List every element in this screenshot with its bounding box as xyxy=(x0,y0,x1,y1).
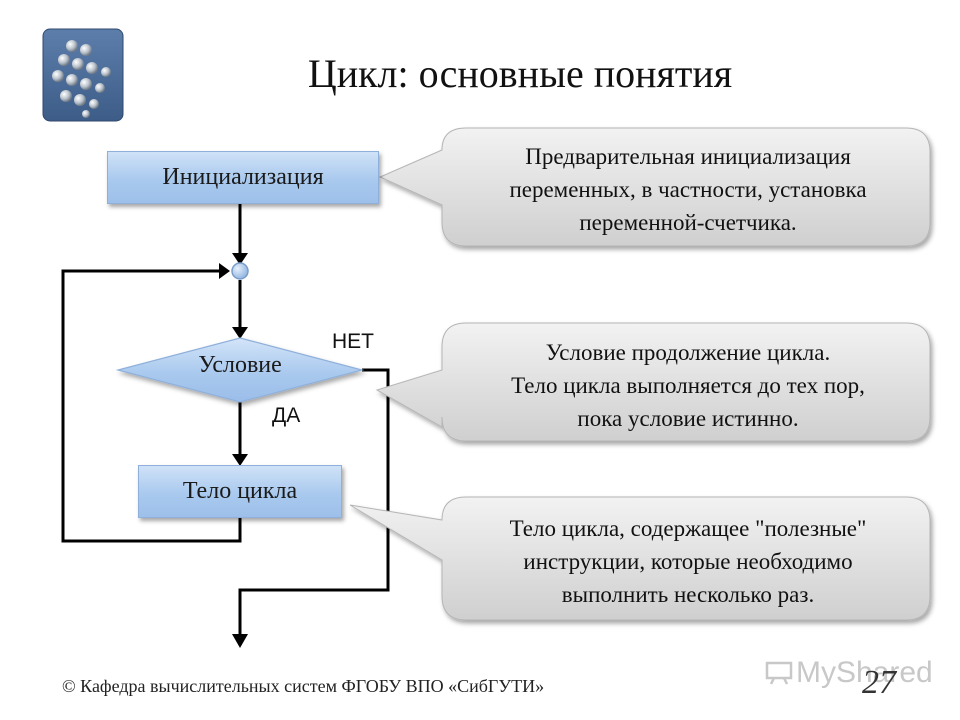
page-number: 27 xyxy=(862,664,896,701)
no-branch-label: НЕТ xyxy=(332,330,374,353)
loop-body-label: Тело цикла xyxy=(182,478,298,504)
initialization-label: Инициализация xyxy=(162,164,324,190)
arrowhead-exit xyxy=(232,634,248,648)
callout-line: Тело цикла, содержащее "полезные" xyxy=(509,516,867,541)
arrowhead-condition xyxy=(232,327,248,339)
callout-line: переменной-счетчика. xyxy=(579,210,797,235)
arrowhead-body xyxy=(232,454,248,466)
loop-body-box: Тело цикла xyxy=(138,465,342,518)
watermark-text: MyShared xyxy=(796,656,933,689)
arrowhead-junction xyxy=(232,253,248,265)
callout-line: Тело цикла выполняется до тех пор, xyxy=(511,373,865,398)
callout-line: Предварительная инициализация xyxy=(525,144,851,169)
yes-branch-label: ДА xyxy=(272,404,301,427)
callout-3-shape xyxy=(349,496,931,621)
junction-circle xyxy=(231,262,249,280)
callout-initialization: Предварительная инициализация переменных… xyxy=(446,140,930,239)
presentation-icon xyxy=(765,661,793,685)
callout-loop-body: Тело цикла, содержащее "полезные" инстру… xyxy=(446,512,930,611)
exit-line xyxy=(238,368,390,636)
callout-line: пока условие истинно. xyxy=(577,406,799,431)
arrowhead-loop xyxy=(219,263,230,279)
logo-icon xyxy=(42,28,124,122)
loop-back-line xyxy=(61,269,242,543)
watermark: MyShared xyxy=(765,656,933,690)
footer-copyright: © Кафедра вычислительных систем ФГОБУ ВП… xyxy=(62,676,545,696)
initialization-box: Инициализация xyxy=(107,151,379,204)
callout-1-shape xyxy=(378,127,931,247)
callout-condition: Условие продолжение цикла. Тело цикла вы… xyxy=(446,336,930,435)
callout-line: Условие продолжение цикла. xyxy=(545,340,831,365)
callout-line: выполнить несколько раз. xyxy=(561,582,815,607)
callout-line: инструкции, которые необходимо xyxy=(523,549,853,574)
callout-line: переменных, в частности, установка xyxy=(509,177,867,202)
condition-label: Условие xyxy=(198,352,282,378)
callout-2-shape xyxy=(375,322,931,442)
slide-title: Цикл: основные понятия xyxy=(307,51,733,96)
condition-diamond xyxy=(115,337,365,403)
